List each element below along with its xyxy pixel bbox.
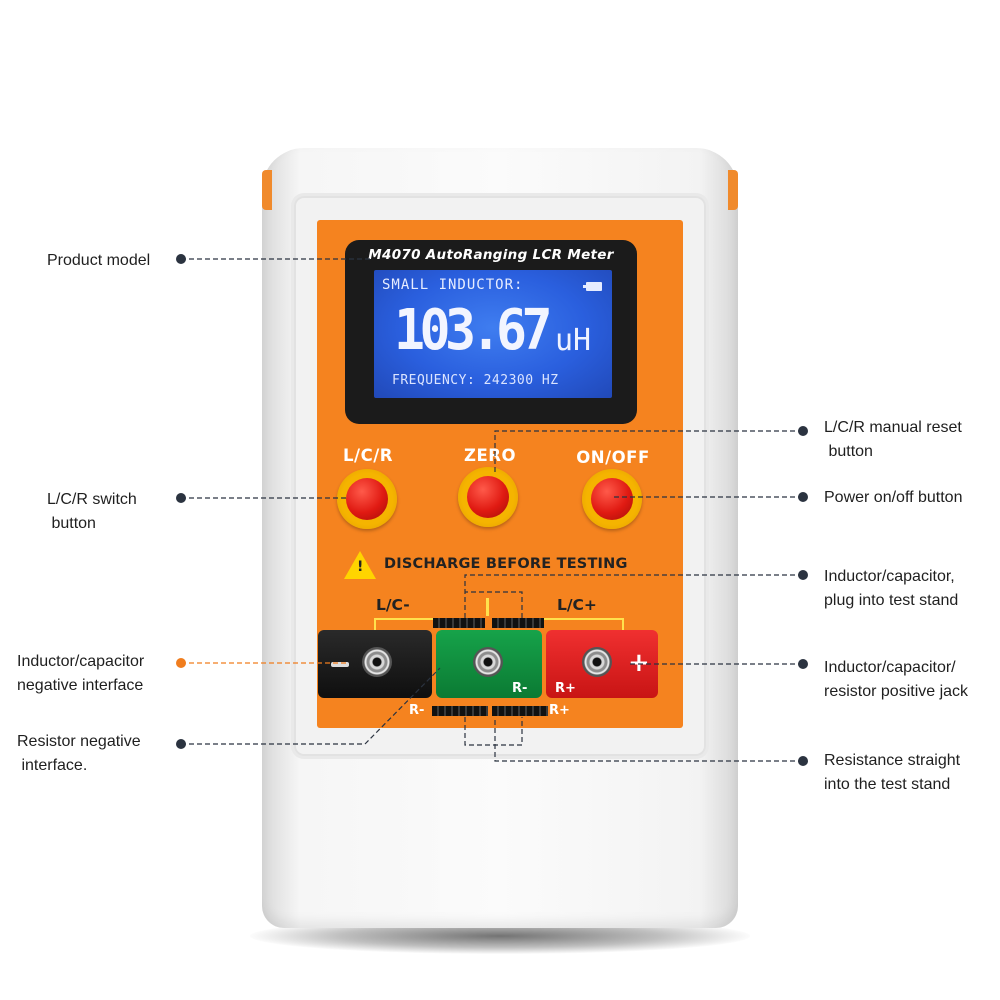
body-orange-edge-left (262, 170, 272, 210)
leader-resistor-negative (181, 667, 441, 745)
lcd-reading-value: 103.67 (394, 298, 553, 363)
leader-resistance-stand (494, 717, 803, 762)
body-orange-edge-right (728, 170, 738, 210)
resistance-slot-left (432, 706, 488, 716)
lcr-switch-button[interactable] (337, 469, 397, 529)
dot-positive-jack (798, 659, 808, 669)
callout-positive-jack: Inductor/capacitor/ resistor positive ja… (824, 659, 969, 700)
dot-resistance-stand (798, 756, 808, 766)
zero-button-label: ZERO (464, 446, 516, 465)
green-r-minus-label: R- (512, 681, 528, 696)
dot-manual-reset (798, 426, 808, 436)
zero-button[interactable] (458, 467, 518, 527)
callout-resistance-stand: Resistance straight into the test stand (824, 752, 961, 793)
dot-resistor-negative (176, 739, 186, 749)
lcr-button-label: L/C/R (343, 446, 393, 465)
lcr-button-cap (346, 478, 388, 520)
callout-test-stand-plug: Inductor/capacitor, plug into test stand (824, 568, 959, 609)
onoff-button-label: ON/OFF (576, 448, 650, 467)
bottom-r-plus-label: R+ (549, 703, 570, 718)
power-button-cap (591, 478, 633, 520)
warning-exclamation: ! (357, 559, 364, 575)
lcd-screen (374, 270, 612, 398)
red-r-plus-label: R+ (555, 681, 576, 696)
leader-resistance-stand-b (464, 717, 523, 746)
leader-test-stand-b (465, 591, 523, 618)
dot-lc-negative (176, 658, 186, 668)
lcd-mode-text: SMALL INDUCTOR: (382, 277, 524, 293)
lc-plus-label: L/C+ (557, 596, 597, 614)
test-stand-slot-left (433, 618, 485, 628)
resistance-slot-right (492, 706, 548, 716)
callout-power: Power on/off button (824, 489, 963, 506)
lc-minus-label: L/C- (376, 596, 410, 614)
product-model-label: M4070 AutoRanging LCR Meter (368, 247, 614, 263)
lc-plus-bracket (540, 618, 624, 634)
leader-test-stand (464, 574, 803, 618)
callout-product-model: Product model (47, 252, 151, 269)
callout-lc-negative: Inductor/capacitor negative interface (17, 653, 145, 694)
power-button[interactable] (582, 469, 642, 529)
lc-negative-jack[interactable] (362, 647, 392, 677)
dot-product-model (176, 254, 186, 264)
callout-manual-reset: L/C/R manual reset button (824, 419, 962, 460)
test-stand-slot-right (492, 618, 544, 628)
center-marker (486, 598, 489, 616)
dot-power (798, 492, 808, 502)
lc-minus-bracket (374, 618, 458, 634)
battery-icon (583, 282, 602, 291)
dot-lcr-switch (176, 493, 186, 503)
resistor-negative-jack[interactable] (473, 647, 503, 677)
callout-lcr-switch: L/C/R switch button (47, 491, 137, 532)
callout-resistor-negative: Resistor negative interface. (17, 733, 141, 774)
plus-sign-icon: + (628, 648, 650, 678)
discharge-warning-text: DISCHARGE BEFORE TESTING (384, 556, 628, 572)
minus-sign-icon (331, 662, 349, 667)
warning-icon (344, 551, 376, 579)
bottom-r-minus-label: R- (409, 703, 425, 718)
positive-jack[interactable] (582, 647, 612, 677)
leader-manual-reset (494, 430, 803, 474)
dot-test-stand (798, 570, 808, 580)
lcd-reading-unit: uH (555, 323, 592, 358)
lcd-frequency-text: FREQUENCY: 242300 HZ (392, 373, 559, 388)
zero-button-cap (467, 476, 509, 518)
